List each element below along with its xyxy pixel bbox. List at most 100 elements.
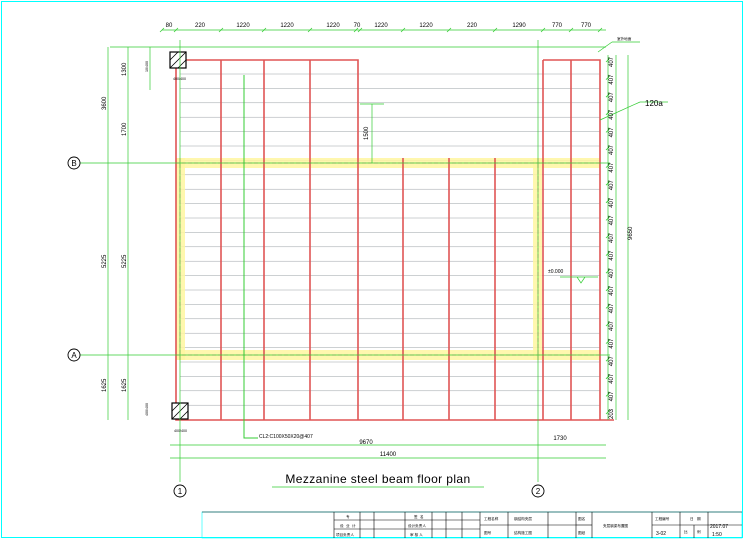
dim-tick xyxy=(605,216,611,221)
left-dim-1300: 1300 xyxy=(122,62,128,76)
dim-tick xyxy=(605,321,611,327)
tb-r1-2: 签 xyxy=(414,514,418,519)
column-tag-top: 10/400 xyxy=(145,61,149,72)
left-dim-1700: 1700 xyxy=(122,122,128,136)
dim-tick xyxy=(605,233,611,239)
dim-tick xyxy=(173,27,179,33)
dim-tick xyxy=(605,374,611,380)
dim-tick xyxy=(605,339,611,344)
left-dim-5225-outer: 5225 xyxy=(102,254,108,268)
tb-drawing-name-label: 图名 xyxy=(578,516,586,521)
right-dim-text: 407 xyxy=(609,373,615,384)
right-total-dim: 9650 xyxy=(628,226,634,240)
dim-tick xyxy=(605,75,611,80)
main-beam-outline xyxy=(175,60,614,421)
dim-tick xyxy=(605,145,611,151)
right-dim-text: 407 xyxy=(609,144,615,155)
column-tag-bottom: 400/400 xyxy=(174,429,187,433)
tb-date-label-1: 日 xyxy=(690,517,694,521)
tb-drawing-name: 夹层钢梁布置图 xyxy=(603,523,629,528)
bottom-dim-9670: 9670 xyxy=(359,440,373,446)
dim-tick xyxy=(353,27,359,33)
right-dim-text: 407 xyxy=(609,250,615,261)
left-dim-1625-inner: 1625 xyxy=(122,378,128,392)
tb-scale-label-1: 比 xyxy=(684,529,688,534)
purlin-group xyxy=(180,73,600,406)
dim-tick xyxy=(605,251,611,256)
right-dim-text: 407 xyxy=(609,338,615,349)
tb-sheet-label: 图纸 xyxy=(578,530,586,535)
tb-r1-1: 业 xyxy=(346,523,350,528)
tb-project-name-label: 工程名称 xyxy=(484,516,499,521)
dim-tick xyxy=(307,27,313,33)
dim-tick xyxy=(159,27,165,33)
right-dim-text: 407 xyxy=(609,109,615,120)
right-dim-text: 407 xyxy=(609,285,615,296)
grid-label-b: B xyxy=(71,159,76,168)
right-dim-text: 407 xyxy=(609,197,615,208)
right-dim-text: 407 xyxy=(609,268,615,279)
top-dim-text: 1290 xyxy=(512,23,526,29)
right-dimension-texts: 4074074074074074074074074074074074074074… xyxy=(609,56,615,419)
tb-r1-0: 专 xyxy=(346,514,350,519)
dim-tick xyxy=(446,27,452,33)
top-dim-text: 770 xyxy=(552,23,563,29)
dim-tick xyxy=(605,57,611,63)
column-top xyxy=(169,51,187,69)
dim-tick xyxy=(492,27,498,33)
drawing-title: Mezzanine steel beam floor plan xyxy=(285,472,470,486)
purlin-note: 120a xyxy=(645,99,663,108)
top-dim-text: 770 xyxy=(581,23,592,29)
tb-scale-label-2: 例 xyxy=(697,529,701,534)
left-dim-3600: 3600 xyxy=(102,96,108,110)
bottom-dim-11400: 11400 xyxy=(380,452,397,458)
tb-r2-1: 计 xyxy=(352,523,356,528)
tb-design-lead: 设计负责人 xyxy=(408,523,426,528)
left-dim-5225-inner: 5225 xyxy=(122,254,128,268)
main-beam-group xyxy=(175,59,614,421)
right-dim-text: 407 xyxy=(609,180,615,191)
tb-project-name: 钢结构夹层 xyxy=(514,516,532,521)
top-dim-text: 70 xyxy=(354,23,361,29)
dimension-lines xyxy=(70,29,668,482)
title-block-grid xyxy=(201,511,743,539)
top-dim-text: 220 xyxy=(467,23,478,29)
top-dim-text: 1220 xyxy=(326,23,340,29)
dim-tick xyxy=(597,27,603,33)
tb-scale: 1:50 xyxy=(712,532,722,538)
tb-project-no-label: 工程编号 xyxy=(655,516,670,521)
level-mark-text: ±0.000 xyxy=(548,269,563,275)
right-dim-text: 407 xyxy=(609,320,615,331)
top-dim-text: 1220 xyxy=(280,23,294,29)
beam-spec-label: CL2:C100X50X20@407 xyxy=(259,434,313,440)
main-beam-top-left xyxy=(176,59,359,420)
dim-tick xyxy=(605,286,611,292)
beam-label-leader xyxy=(243,75,258,439)
top-dim-text: 1220 xyxy=(419,23,433,29)
dim-tick xyxy=(605,128,611,133)
column-tag-bottom-side: 400/400 xyxy=(145,403,149,416)
dim-tick xyxy=(400,27,406,33)
grid-label-1: 1 xyxy=(178,487,183,496)
top-dim-text: 1220 xyxy=(374,23,388,29)
dim-tick xyxy=(605,304,611,309)
right-dim-text: 407 xyxy=(609,215,615,226)
dim-tick xyxy=(605,268,611,274)
dim-tick xyxy=(605,92,611,98)
title-block-texts: 专 业 签 名 工程名称 钢结构夹层 图名 夹层钢梁布置图 工程编号 日 期 2… xyxy=(336,514,728,538)
top-dim-text: 220 xyxy=(195,23,206,29)
tb-r1-3: 名 xyxy=(420,514,424,519)
tb-drawing-no-label: 图号 xyxy=(484,530,492,535)
mid-dimension-text: 1500 xyxy=(364,126,370,140)
grid-label-a: A xyxy=(71,351,77,360)
right-dim-text: 407 xyxy=(609,232,615,243)
grid-bubble-2 xyxy=(531,484,545,498)
tie-beam-right-fill xyxy=(533,158,542,360)
top-dim-text: 1220 xyxy=(236,23,250,29)
right-dim-text: 407 xyxy=(609,127,615,138)
left-dim-1625-outer: 1625 xyxy=(102,378,108,392)
tb-date: 2017.07 xyxy=(710,524,728,530)
grid-bubble-b xyxy=(67,156,81,170)
